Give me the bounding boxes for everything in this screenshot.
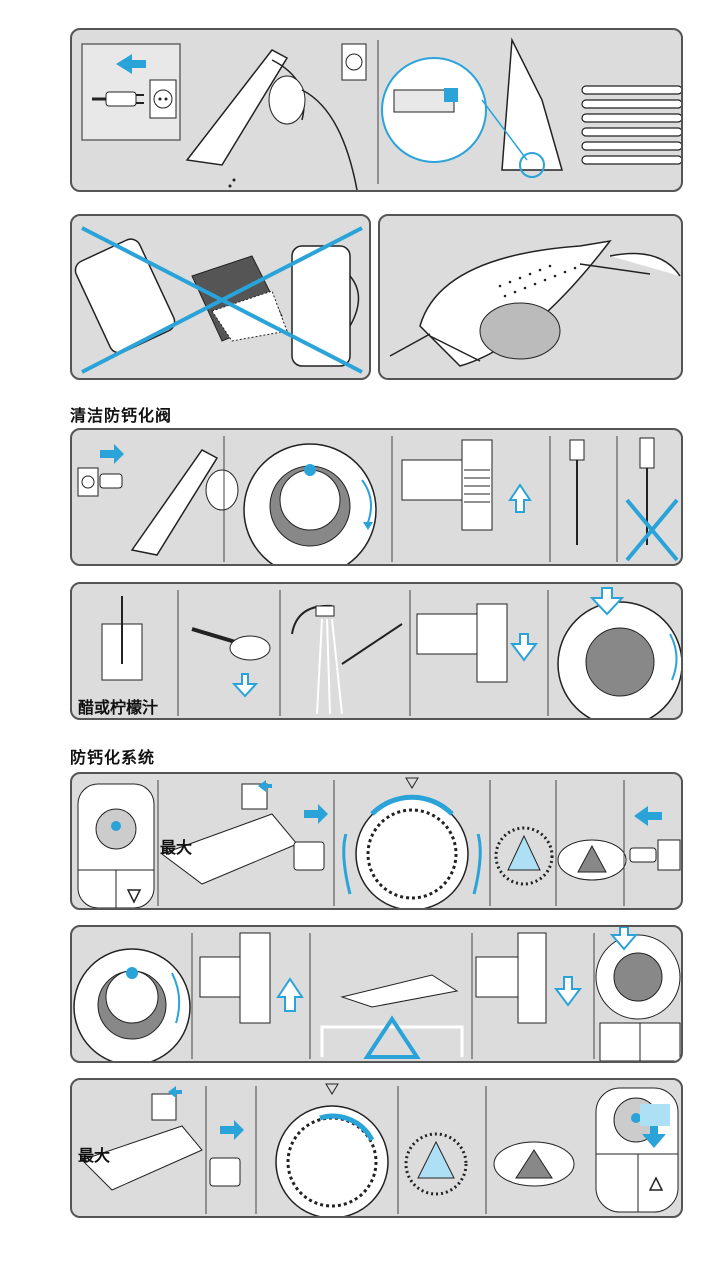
cord-storage-frame <box>382 40 682 177</box>
down-arrow-icon <box>512 634 536 660</box>
light-off-frame <box>558 840 626 880</box>
left-arrow-icon <box>634 806 662 826</box>
step-panel-remove-valve <box>70 428 683 566</box>
max-label-1: 最大 <box>160 834 192 858</box>
iron-upright-frame <box>187 44 366 190</box>
right-arrow-icon <box>100 444 124 464</box>
right-arrow-icon <box>304 804 328 824</box>
dial-frame <box>558 588 682 720</box>
valve-lift-frame <box>200 933 302 1023</box>
step-panel-anticalc-start: 最大 <box>70 772 683 910</box>
dial-frame <box>244 444 376 566</box>
socket-icon <box>150 80 176 118</box>
control-dial-frame <box>78 784 154 908</box>
section-heading-anticalc: 防钙化系统 <box>70 744 155 768</box>
plug-in-frame <box>210 1120 244 1186</box>
step-panel-unplug-storage <box>70 28 683 192</box>
valve-rod-frame <box>570 440 584 545</box>
iron-fill-frame <box>82 1086 202 1190</box>
unplug-frame <box>630 806 680 870</box>
step-panel-no-cleaners <box>70 214 371 380</box>
step-panel-anticalc-flush <box>70 925 683 1063</box>
valve-insert-frame <box>417 604 536 682</box>
light-flashing-frame <box>496 828 552 884</box>
control-dial-frame <box>596 927 680 1061</box>
warning-triangle-icon <box>367 1019 417 1057</box>
up-arrow-icon <box>510 485 530 512</box>
up-arrow-icon <box>278 979 302 1011</box>
temperature-dial-frame <box>344 778 481 910</box>
valve-rod-no-touch-frame <box>627 438 677 560</box>
down-arrow-icon <box>234 674 256 696</box>
valve-insert-frame <box>476 933 580 1023</box>
cleaning-pad-icon <box>480 303 560 359</box>
unplug-frame <box>78 444 238 555</box>
glass-icon <box>102 596 142 680</box>
light-off-frame <box>494 1142 574 1186</box>
control-dial-frame <box>596 1088 678 1212</box>
step-panel-anticalc-end: 最大 <box>70 1078 683 1218</box>
steam-icon <box>631 1113 641 1123</box>
dial-frame <box>74 949 190 1063</box>
vinegar-lemon-label: 醋或柠檬汁 <box>78 694 158 718</box>
steam-icon <box>126 967 138 979</box>
jug-icon <box>292 246 359 366</box>
steam-icon <box>111 821 121 831</box>
temperature-dial-frame <box>276 1084 388 1218</box>
iron-fill-frame <box>162 780 297 884</box>
right-arrow-icon <box>220 1120 244 1140</box>
valve-lift-frame <box>402 440 530 530</box>
brush-icon <box>192 629 270 696</box>
cleaner-bottle-icon <box>72 236 178 356</box>
steam-icon <box>304 464 316 476</box>
max-label-2: 最大 <box>78 1142 110 1166</box>
step-panel-clean-soleplate <box>378 214 683 380</box>
cross-icon <box>627 500 677 560</box>
section-heading-clean-valve: 清洁防钙化阀 <box>70 402 172 426</box>
unplug-frame <box>82 44 180 140</box>
light-flashing-frame <box>406 1134 466 1194</box>
rinse-frame <box>292 606 402 714</box>
down-arrow-icon <box>556 977 580 1005</box>
plug-in-frame <box>294 804 328 870</box>
step-panel-clean-valve: 醋或柠檬汁 <box>70 582 683 720</box>
iron-over-sink-frame <box>322 975 462 1057</box>
